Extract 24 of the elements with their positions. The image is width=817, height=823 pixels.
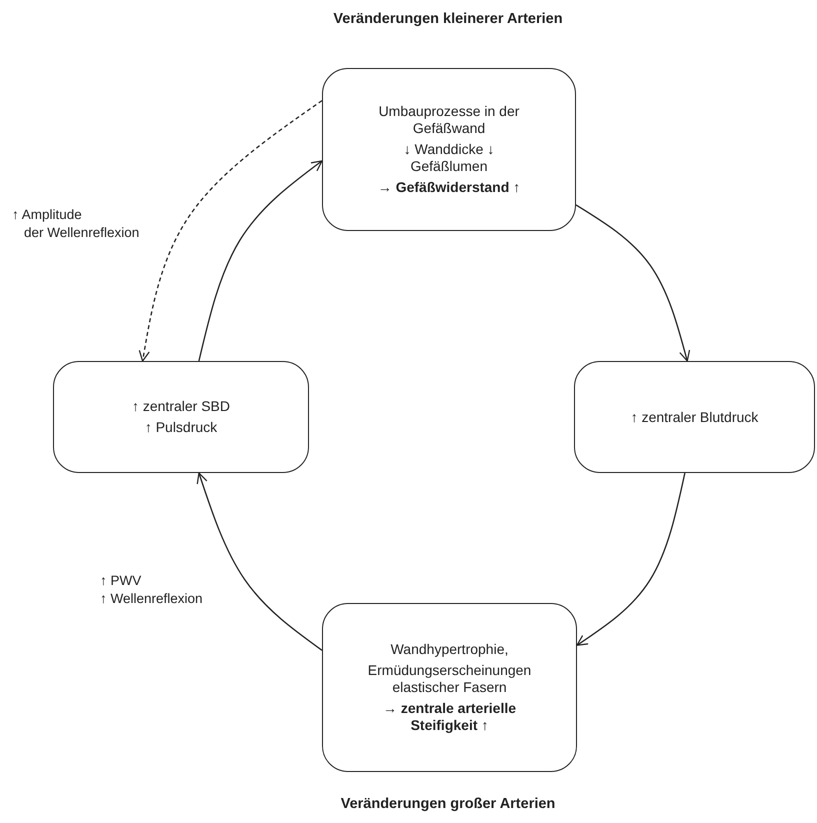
annotation-text: ↑ Amplitude [12,206,82,223]
process-box [574,361,815,473]
node-text: ↓ Wanddicke ↓ Gefäßlumen [402,141,496,175]
node-text: Umbauprozesse in der Gefäßwand [378,103,520,137]
annotation-text: der Wellenreflexion [24,224,140,241]
node-text: → Gefäßwiderstand ↑ [378,179,520,196]
node-text: ↑ zentraler Blutdruck [630,408,758,426]
process-box [322,68,576,231]
annotation-text: ↑ Wellenreflexion [100,590,203,607]
arrow [576,472,686,646]
node-text: ↑ zentraler SBD [132,398,230,415]
arrow [196,472,322,651]
node-text: Wandhypertrophie, [390,641,508,658]
process-box [322,603,577,772]
arrow [198,160,323,362]
node-text: ↑ Pulsdruck [144,419,218,436]
section-heading: Veränderungen kleinerer Arterien [333,11,563,27]
node-text: → zentrale arterielle Steifigkeit ↑ [382,700,518,734]
arrow [138,100,322,362]
section-heading: Veränderungen großer Arterien [340,796,556,812]
annotation-text: ↑ PWV [100,572,142,589]
process-box [53,361,309,473]
node-text: Ermüdungserscheinungen elastischer Fasern [368,662,532,696]
arrow [576,204,690,362]
